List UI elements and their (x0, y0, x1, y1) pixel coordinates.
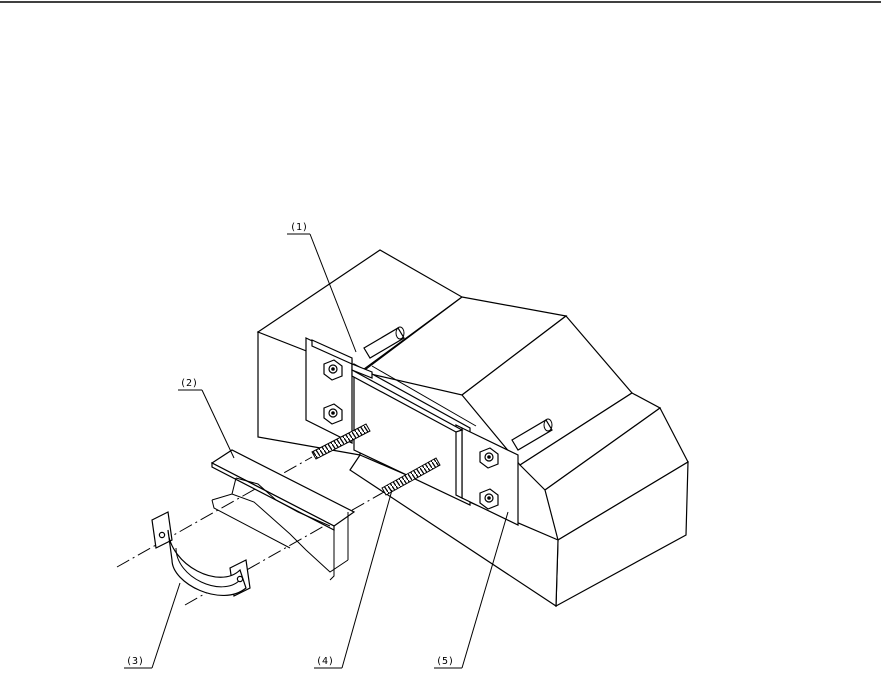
center-line-upper (117, 457, 312, 567)
callout-5-label: (5) (436, 656, 454, 667)
u-clamp (152, 512, 250, 596)
callout-4-label: (4) (316, 656, 334, 667)
callout-1-label: (1) (290, 222, 308, 233)
callout-2-label: (2) (180, 378, 198, 389)
callout-2: (2) (178, 378, 234, 458)
callout-3-label: (3) (126, 656, 144, 667)
callout-3: (3) (124, 583, 180, 668)
